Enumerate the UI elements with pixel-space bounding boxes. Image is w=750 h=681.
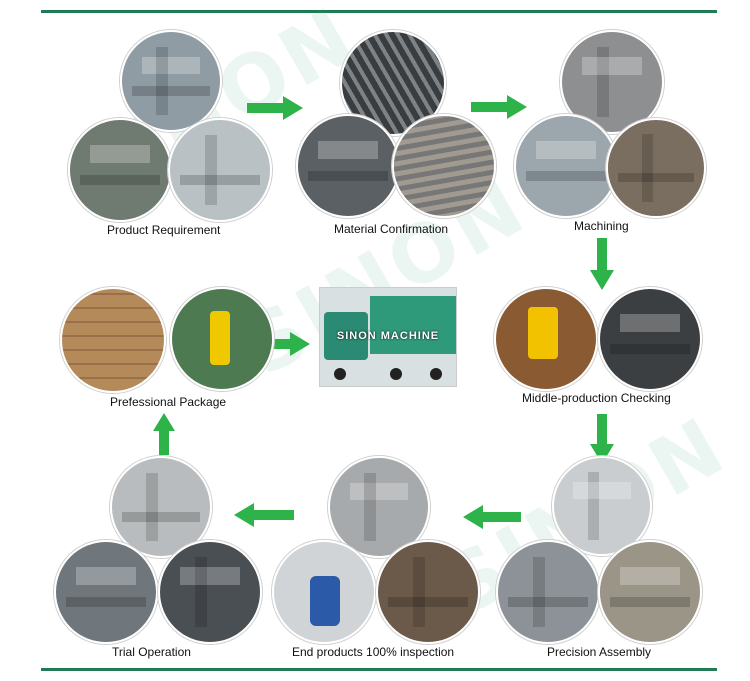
label-material-confirmation: Material Confirmation — [334, 222, 448, 236]
photo-inspection-worker — [272, 540, 376, 644]
truck-label: SINON MACHINE — [320, 330, 456, 342]
photo-machining-worker — [606, 118, 706, 218]
photo-checking-meter — [494, 287, 598, 391]
photo-shipping-truck: SINON MACHINE — [319, 287, 457, 387]
photo-product-requirement-lathe — [68, 118, 172, 222]
photo-product-requirement-machine — [120, 30, 222, 132]
photo-machining-workshop — [514, 114, 618, 218]
label-product-requirement: Product Requirement — [107, 223, 220, 237]
label-end-products-inspection: End products 100% inspection — [292, 645, 454, 659]
label-middle-production-checking: Middle-production Checking — [522, 391, 671, 405]
photo-package-wooden-crate — [60, 287, 166, 393]
label-professional-package: Prefessional Package — [110, 395, 226, 409]
arrow-left-icon — [463, 505, 521, 529]
arrow-up-icon — [153, 413, 175, 455]
bottom-rule — [41, 668, 717, 671]
photo-material-square-tubes — [296, 114, 400, 218]
label-trial-operation: Trial Operation — [112, 645, 191, 659]
photo-trial-frame-right — [158, 540, 262, 644]
photo-trial-frame-left — [54, 540, 158, 644]
label-precision-assembly: Precision Assembly — [547, 645, 651, 659]
top-rule — [41, 10, 717, 13]
photo-assembly-worker — [598, 540, 702, 644]
arrow-down-icon — [590, 238, 614, 290]
arrow-left-icon — [234, 503, 294, 527]
photo-product-requirement-equipment — [168, 118, 272, 222]
arrow-right-icon — [247, 96, 303, 120]
photo-package-fitting — [170, 287, 274, 391]
photo-material-panels — [392, 114, 496, 218]
photo-assembly-drill — [496, 540, 600, 644]
photo-inspection-parts — [376, 540, 480, 644]
photo-checking-device — [598, 287, 702, 391]
label-machining: Machining — [574, 219, 629, 233]
